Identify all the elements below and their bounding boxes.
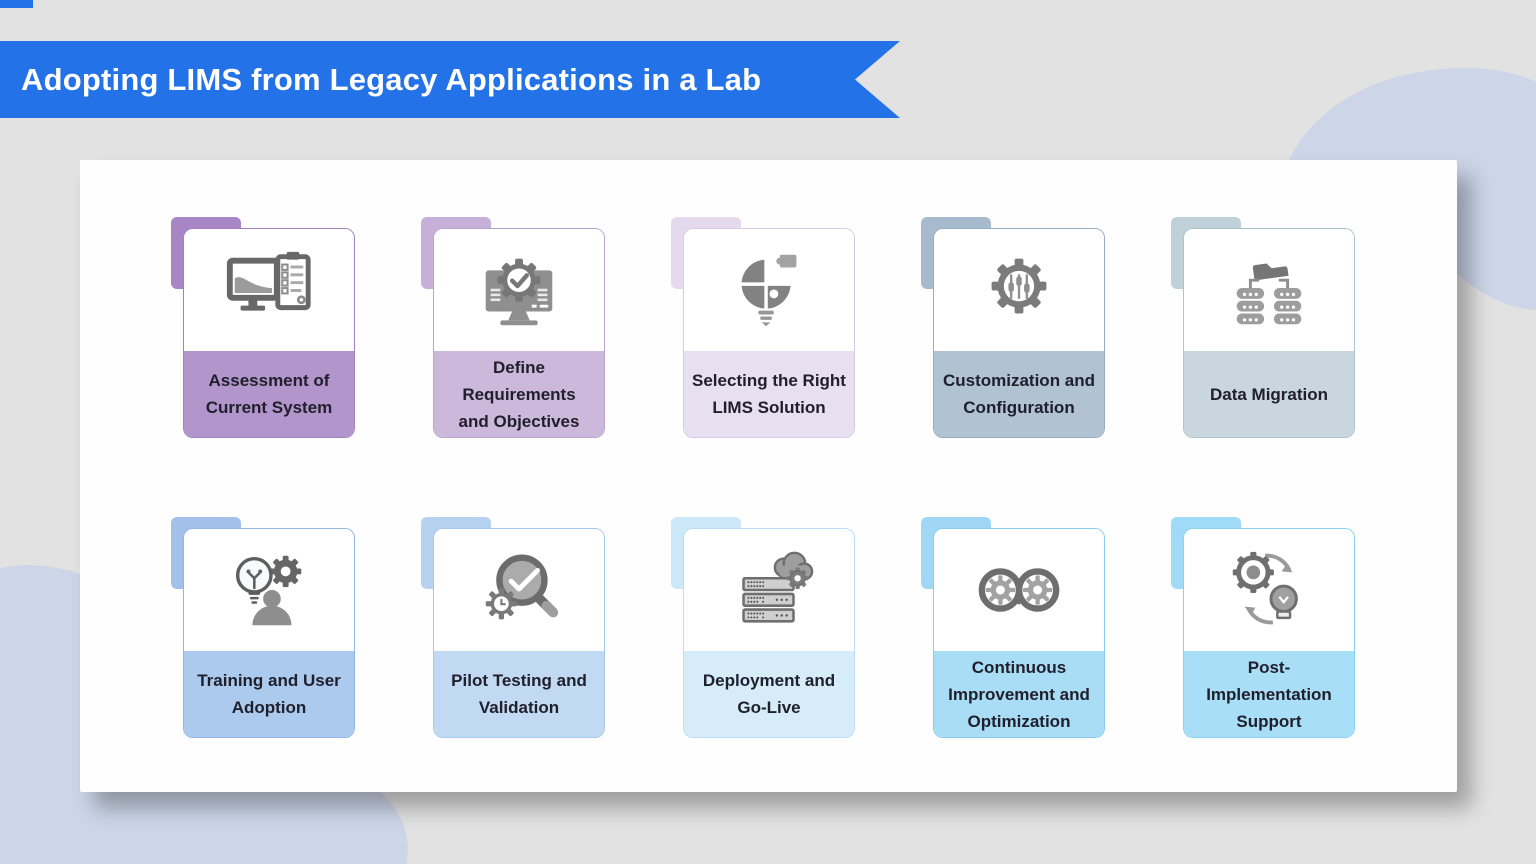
card-label: Selecting the Right LIMS Solution xyxy=(684,351,854,437)
process-step-card: Post- Implementation Support xyxy=(1171,517,1355,738)
process-steps-grid: Assessment of Current System Define Requ… xyxy=(80,160,1457,738)
card-icon-area xyxy=(684,529,854,651)
card-label: Pilot Testing and Validation xyxy=(434,651,604,737)
magnifier-check-gear-icon xyxy=(471,542,567,638)
page-title: Adopting LIMS from Legacy Applications i… xyxy=(21,61,762,97)
card-body: Customization and Configuration xyxy=(933,228,1105,438)
gear-sliders-icon xyxy=(971,242,1067,338)
card-body: Assessment of Current System xyxy=(183,228,355,438)
content-panel: Assessment of Current System Define Requ… xyxy=(80,160,1457,792)
card-label: Define Requirements and Objectives xyxy=(434,351,604,437)
card-label: Training and User Adoption xyxy=(184,651,354,737)
card-icon-area xyxy=(1184,529,1354,651)
card-icon-area xyxy=(434,229,604,351)
infinity-gears-icon xyxy=(971,542,1067,638)
process-step-card: Selecting the Right LIMS Solution xyxy=(671,217,855,438)
card-label: Post- Implementation Support xyxy=(1184,651,1354,737)
card-body: Training and User Adoption xyxy=(183,528,355,738)
card-icon-area xyxy=(184,529,354,651)
corner-accent-strip xyxy=(0,0,33,8)
process-step-card: Continuous Improvement and Optimization xyxy=(921,517,1105,738)
lightbulb-gear-person-icon xyxy=(221,542,317,638)
process-step-card: Training and User Adoption xyxy=(171,517,355,738)
process-step-card: Deployment and Go-Live xyxy=(671,517,855,738)
card-body: Selecting the Right LIMS Solution xyxy=(683,228,855,438)
folder-database-icon xyxy=(1221,242,1317,338)
card-label: Data Migration xyxy=(1184,351,1354,437)
card-label: Assessment of Current System xyxy=(184,351,354,437)
puzzle-lightbulb-icon xyxy=(721,242,817,338)
process-step-card: Assessment of Current System xyxy=(171,217,355,438)
card-body: Continuous Improvement and Optimization xyxy=(933,528,1105,738)
card-body: Pilot Testing and Validation xyxy=(433,528,605,738)
card-icon-area xyxy=(684,229,854,351)
card-body: Post- Implementation Support xyxy=(1183,528,1355,738)
process-step-card: Customization and Configuration xyxy=(921,217,1105,438)
card-icon-area xyxy=(934,529,1104,651)
process-step-card: Pilot Testing and Validation xyxy=(421,517,605,738)
card-body: Data Migration xyxy=(1183,228,1355,438)
card-body: Define Requirements and Objectives xyxy=(433,228,605,438)
server-cloud-gear-icon xyxy=(721,542,817,638)
monitor-gear-check-icon xyxy=(471,242,567,338)
card-body: Deployment and Go-Live xyxy=(683,528,855,738)
card-icon-area xyxy=(184,229,354,351)
card-icon-area xyxy=(934,229,1104,351)
gear-bulb-cycle-icon xyxy=(1221,542,1317,638)
monitor-chart-clipboard-icon xyxy=(221,242,317,338)
card-icon-area xyxy=(1184,229,1354,351)
card-icon-area xyxy=(434,529,604,651)
process-step-card: Define Requirements and Objectives xyxy=(421,217,605,438)
title-banner: Adopting LIMS from Legacy Applications i… xyxy=(0,41,900,118)
process-step-card: Data Migration xyxy=(1171,217,1355,438)
card-label: Customization and Configuration xyxy=(934,351,1104,437)
card-label: Deployment and Go-Live xyxy=(684,651,854,737)
card-label: Continuous Improvement and Optimization xyxy=(934,651,1104,737)
